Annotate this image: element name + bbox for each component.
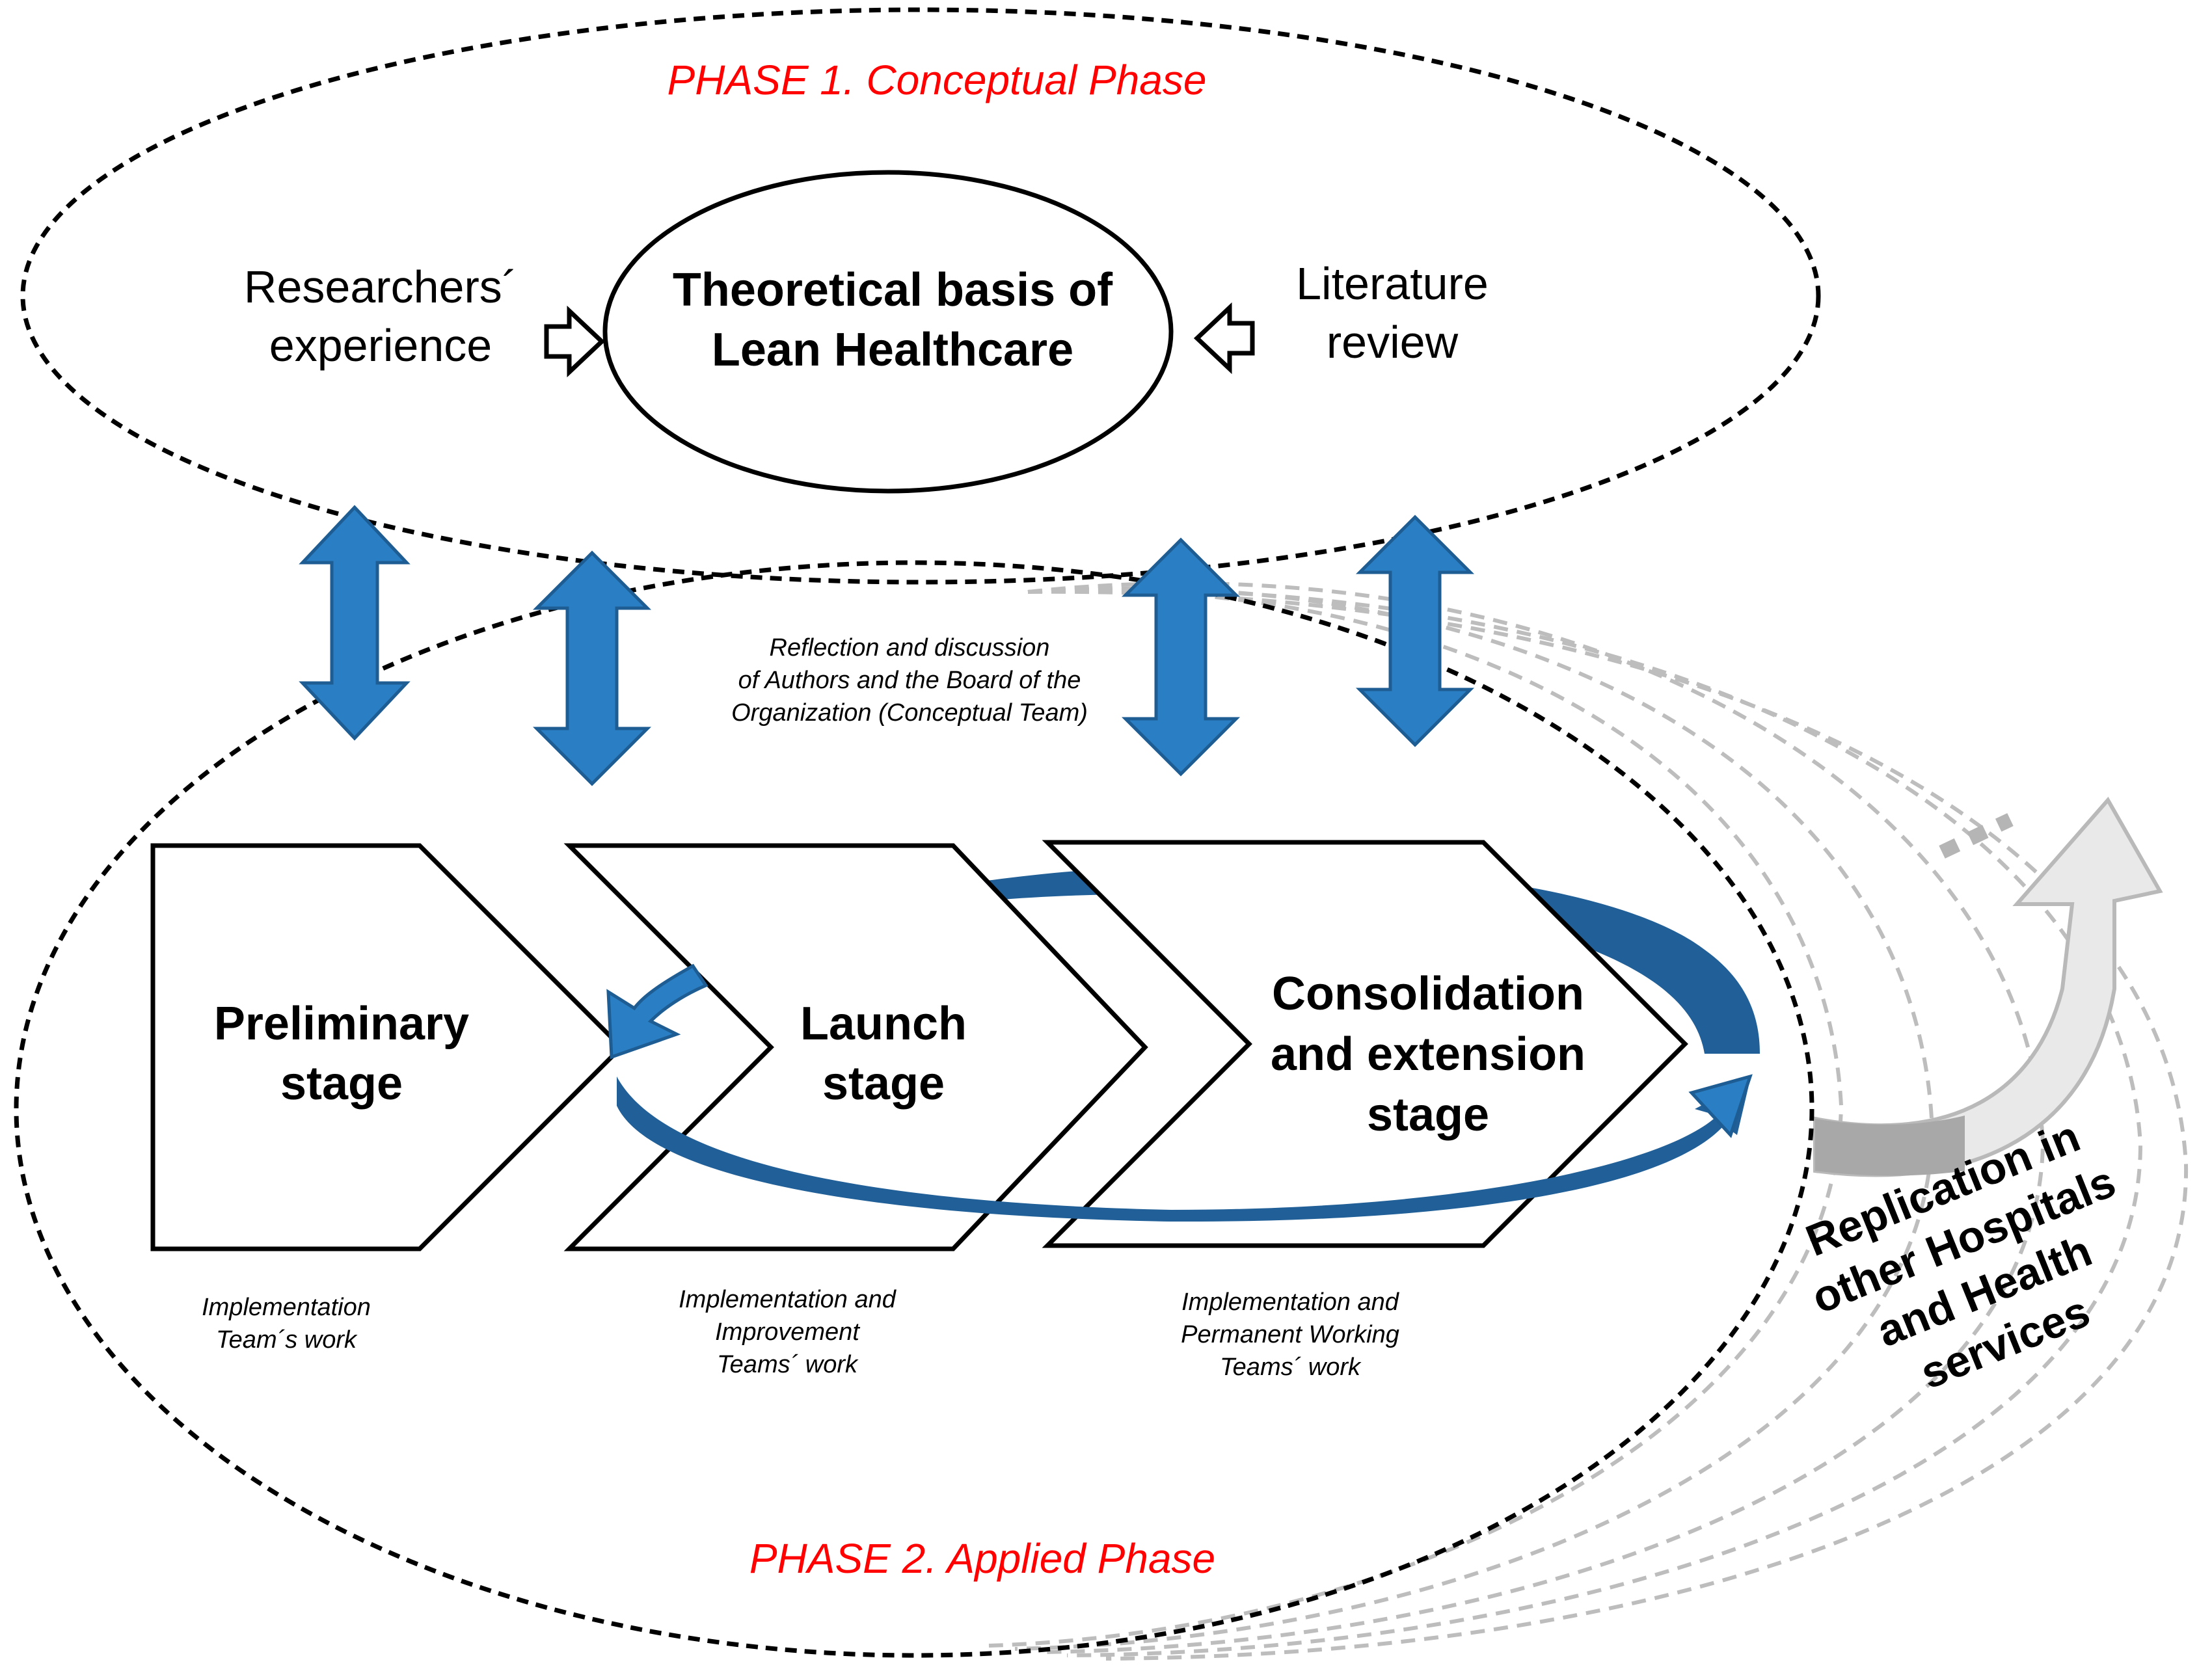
double-arrow-icon-1 <box>299 505 411 741</box>
arrow-left-icon <box>1193 302 1255 375</box>
preliminary-caption-line2: Team´s work <box>216 1326 358 1354</box>
preliminary-caption-line1: Implementation <box>202 1294 371 1321</box>
launch-caption-line3: Teams´ work <box>717 1351 859 1378</box>
literature-label-line2: review <box>1327 317 1459 368</box>
cycle-arrow-top <box>982 864 1760 1054</box>
consolidation-stage-shape <box>1042 840 1688 1248</box>
replication-arrow <box>1813 796 2163 1177</box>
launch-caption-line2: Improvement <box>715 1318 860 1346</box>
bidirectional-arrows <box>299 505 1475 786</box>
continuation-dots <box>1939 813 2014 859</box>
replication-arrow-shadow <box>1815 1116 1965 1176</box>
replication-arrow-shape <box>1813 796 2163 1177</box>
launch-stage-line2: stage <box>822 1058 945 1110</box>
consolidation-caption-line2: Permanent Working <box>1181 1321 1399 1348</box>
reflection-line3: Organization (Conceptual Team) <box>731 699 1088 727</box>
replication-ellipse-1 <box>1027 581 2045 1654</box>
phase1-title: PHASE 1. Conceptual Phase <box>668 57 1207 103</box>
preliminary-stage-shape <box>150 843 625 1251</box>
arrow-right-icon <box>544 305 606 378</box>
consolidation-caption-line3: Teams´ work <box>1220 1354 1362 1381</box>
literature-label-line1: Literature <box>1296 258 1489 309</box>
researchers-label-line1: Researchers´ <box>244 261 517 312</box>
consolidation-stage-line3: stage <box>1367 1089 1489 1141</box>
consolidation-caption-line1: Implementation and <box>1181 1289 1400 1316</box>
reflection-line2: of Authors and the Board of the <box>738 667 1081 694</box>
double-arrow-icon-4 <box>1355 515 1475 747</box>
reflection-line1: Reflection and discussion <box>770 634 1050 662</box>
theoretical-basis-ellipse <box>602 170 1174 494</box>
consolidation-stage-line1: Consolidation <box>1272 968 1584 1020</box>
return-arrow-icon <box>606 963 708 1060</box>
launch-caption-line1: Implementation and <box>679 1286 897 1313</box>
phase2-title: PHASE 2. Applied Phase <box>749 1535 1215 1582</box>
preliminary-stage-line2: stage <box>280 1058 403 1110</box>
researchers-label-line2: experience <box>269 320 492 371</box>
consolidation-stage-line2: and extension <box>1271 1028 1585 1080</box>
phase1-ellipse <box>20 7 1821 585</box>
launch-stage-line1: Launch <box>800 998 967 1050</box>
preliminary-stage-line1: Preliminary <box>214 998 469 1050</box>
theoretical-basis-line1: Theoretical basis of <box>673 264 1113 316</box>
replication-ellipse-2 <box>1027 587 2143 1657</box>
phase2-ellipse <box>14 560 1814 1658</box>
theoretical-basis-line2: Lean Healthcare <box>712 324 1073 376</box>
double-arrow-icon-2 <box>532 550 652 786</box>
cycle-arrowhead <box>1688 1074 1753 1138</box>
double-arrow-icon-3 <box>1121 537 1241 777</box>
